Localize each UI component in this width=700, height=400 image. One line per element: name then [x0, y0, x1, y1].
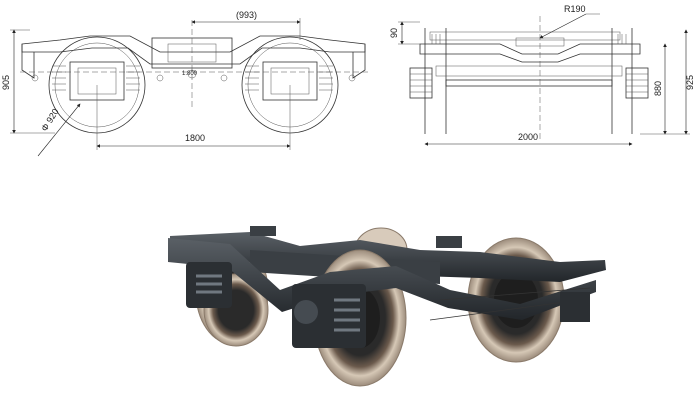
end-right-spring	[625, 67, 649, 99]
end-left-spring	[409, 67, 433, 99]
rear-side-frame	[170, 232, 606, 282]
side-dim-top: (993)	[236, 10, 257, 20]
end-dim-gauge: 2000	[518, 132, 538, 142]
end-dim-height-a: 880	[653, 81, 663, 96]
end-dim-radius: R190	[564, 4, 586, 14]
side-frame-beam	[21, 35, 366, 65]
end-bolster	[419, 43, 641, 63]
side-dim-height: 905	[1, 75, 11, 90]
side-right-spring	[245, 65, 333, 91]
end-view-drawing	[398, 13, 690, 146]
end-axle	[445, 79, 613, 87]
side-dim-wheelbase: 1800	[185, 133, 205, 143]
end-dim-height-b: 925	[685, 75, 695, 90]
side-dim-diameter: Φ 920	[39, 107, 61, 133]
side-center-label: 1.800	[182, 71, 198, 77]
side-view-drawing	[10, 18, 370, 157]
end-dim-small: 90	[389, 28, 399, 38]
bogie-illustration	[168, 226, 606, 387]
front-side-frame	[168, 238, 596, 320]
side-left-spring	[52, 65, 140, 91]
